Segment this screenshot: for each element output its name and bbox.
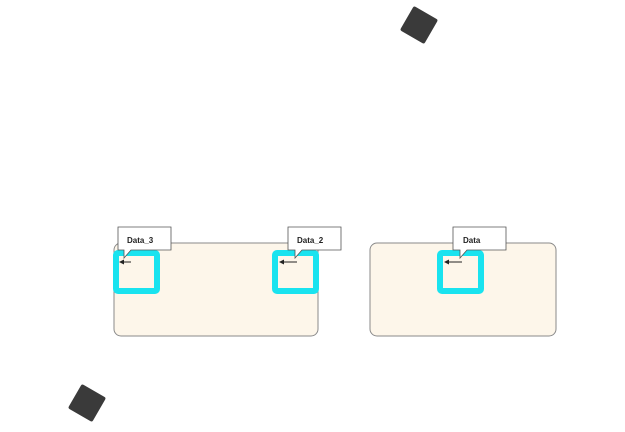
diamond-icon [68,384,106,422]
container-right[interactable]: Data [369,226,557,337]
callout-label: Data_2 [297,236,324,245]
callout-bubble [117,226,172,260]
callout-bubble [287,226,342,260]
port-data[interactable]: Data [437,226,507,294]
port-arrow-head [119,259,124,265]
port-data-2[interactable]: Data_2 [272,226,342,294]
port-frame [113,250,160,294]
port-data-3[interactable]: Data_3 [113,226,172,294]
diamond-marker-bottom[interactable] [68,384,106,422]
port-arrow-head [279,259,284,265]
port-arrow-head [444,259,449,265]
callout-bubble [452,226,507,260]
callout-label: Data [463,236,481,245]
container-left[interactable]: Data_3 Data_2 [113,226,342,337]
diamond-marker-top[interactable] [400,6,438,44]
callout-label: Data_3 [127,236,154,245]
diamond-icon [400,6,438,44]
